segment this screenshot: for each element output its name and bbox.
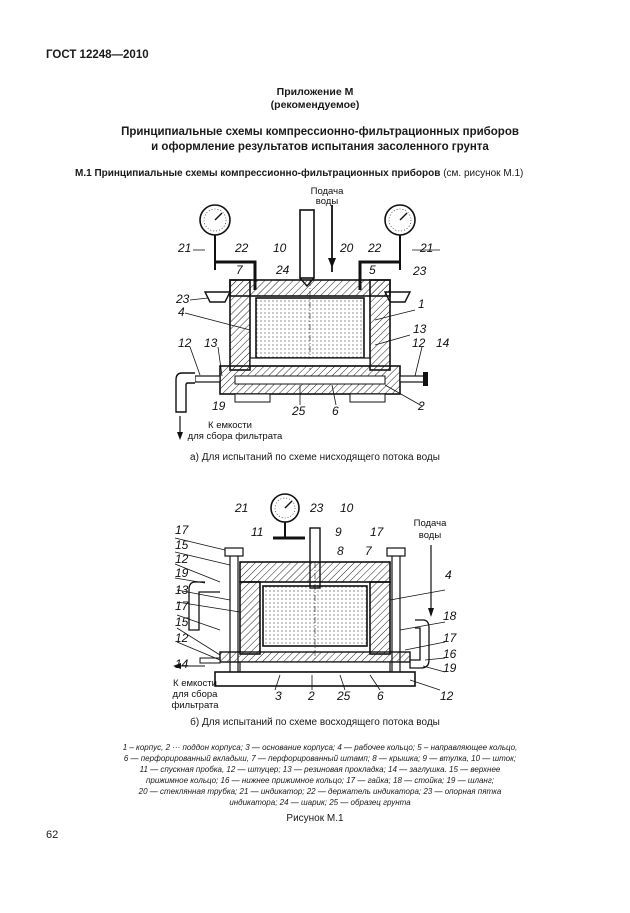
fig-b-label: 10 bbox=[340, 501, 354, 515]
fig-a-label: 5 bbox=[369, 263, 376, 277]
fig-b-label: 12 bbox=[440, 689, 454, 703]
fig-b-label: 4 bbox=[445, 568, 452, 582]
legend-line: индикатора; 24 — шарик; 25 — образец гру… bbox=[229, 798, 411, 807]
fig-a-label: 23 bbox=[175, 292, 190, 306]
fig-a-label: 1 bbox=[418, 297, 425, 311]
legend-line: прижимное кольцо; 16 — нижнее прижимное … bbox=[146, 776, 494, 785]
fig-a-label: 12 bbox=[178, 336, 192, 350]
figure-a-diagram bbox=[175, 204, 440, 440]
fig-a-label: 13 bbox=[204, 336, 218, 350]
fig-a-label: 19 bbox=[212, 399, 226, 413]
fig-a-label: 13 bbox=[413, 322, 427, 336]
fig-b-label: 12 bbox=[175, 631, 189, 645]
fig-a-supply-line2: воды bbox=[316, 196, 339, 207]
fig-a-label: 24 bbox=[275, 263, 290, 277]
fig-a-drain-line1: К емкости bbox=[208, 420, 252, 431]
gauge-left-icon bbox=[199, 204, 231, 270]
fig-b-label: 15 bbox=[175, 615, 189, 629]
fig-a-label: 22 bbox=[367, 241, 382, 255]
figure-a-labels: Подача воды 21 22 10 20 22 21 7 24 5 23 … bbox=[160, 180, 470, 445]
fig-b-label: 17 bbox=[370, 525, 385, 539]
fig-a-label: 21 bbox=[419, 241, 433, 255]
fig-b-label: 12 bbox=[175, 552, 189, 566]
fig-b-label: 8 bbox=[337, 544, 344, 558]
appendix-subtitle: (рекомендуемое) bbox=[270, 99, 360, 111]
page-title-line2: и оформление результатов испытания засол… bbox=[151, 141, 489, 153]
legend-line: 20 — стеклянная трубка; 21 — индикатор; … bbox=[138, 787, 502, 796]
fig-b-label: 19 bbox=[175, 566, 189, 580]
figure-a-caption: а) Для испытаний по схеме нисходящего по… bbox=[190, 452, 440, 463]
fig-a-label: 2 bbox=[417, 399, 425, 413]
fig-b-drain-line1: К емкости bbox=[173, 678, 217, 689]
figure-b-labels: 21 23 10 11 9 17 17 Подача воды 8 7 15 1… bbox=[165, 490, 465, 711]
fig-a-label: 25 bbox=[291, 404, 306, 418]
fig-b-supply-line2: воды bbox=[419, 530, 442, 541]
fig-b-drain-line3: фильтрата bbox=[171, 700, 219, 711]
fig-b-label: 19 bbox=[443, 661, 457, 675]
legend-line: 1 – корпус, 2 ··· поддон корпуса; 3 — ос… bbox=[122, 743, 518, 752]
fig-a-label: 23 bbox=[412, 264, 427, 278]
fig-a-label: 6 bbox=[332, 404, 339, 418]
fig-a-drain-line2: для сбора фильтрата bbox=[188, 431, 283, 442]
section-heading: М.1 Принципиальные схемы компрессионно-ф… bbox=[75, 168, 523, 179]
fig-a-label: 4 bbox=[178, 305, 185, 319]
fig-b-label: 6 bbox=[377, 689, 384, 703]
fig-a-label: 12 bbox=[412, 336, 426, 350]
fig-b-label: 7 bbox=[365, 544, 373, 558]
fig-b-label: 11 bbox=[251, 525, 263, 539]
fig-b-label: 15 bbox=[175, 538, 189, 552]
legend-line: 6 — перфорированный вкладыш, 7 — перфори… bbox=[123, 754, 517, 763]
section-heading-ref: (см. рисунок М.1) bbox=[443, 168, 524, 179]
fig-b-label: 21 bbox=[234, 501, 248, 515]
fig-a-label: 7 bbox=[236, 263, 244, 277]
fig-b-label: 13 bbox=[175, 583, 189, 597]
fig-b-label: 17 bbox=[175, 523, 190, 537]
fig-a-supply-line1: Подача bbox=[311, 186, 344, 197]
fig-a-label: 14 bbox=[436, 336, 450, 350]
fig-a-label: 20 bbox=[339, 241, 354, 255]
fig-b-label: 25 bbox=[336, 689, 351, 703]
fig-b-label: 16 bbox=[443, 647, 457, 661]
page-number: 62 bbox=[46, 829, 59, 841]
fig-b-label: 17 bbox=[443, 631, 458, 645]
fig-a-label: 22 bbox=[234, 241, 249, 255]
section-heading-text: М.1 Принципиальные схемы компрессионно-ф… bbox=[75, 168, 441, 179]
fig-b-label: 9 bbox=[335, 525, 342, 539]
fig-b-label: 3 bbox=[275, 689, 282, 703]
gauge-right-icon bbox=[384, 204, 416, 270]
figure-b-diagram bbox=[173, 493, 446, 691]
fig-a-label: 21 bbox=[177, 241, 191, 255]
gauge-top-icon bbox=[270, 493, 305, 540]
standard-header: ГОСТ 12248—2010 bbox=[46, 49, 149, 61]
fig-b-label: 23 bbox=[309, 501, 324, 515]
fig-b-label: 17 bbox=[175, 599, 190, 613]
fig-b-label: 18 bbox=[443, 609, 457, 623]
fig-b-label: 14 bbox=[175, 657, 189, 671]
fig-b-supply-line1: Подача bbox=[414, 518, 447, 529]
page-title-line1: Принципиальные схемы компрессионно-фильт… bbox=[121, 126, 519, 138]
legend-line: 11 — спускная пробка, 12 — штуцер; 13 — … bbox=[139, 765, 501, 774]
fig-b-label: 2 bbox=[307, 689, 315, 703]
fig-b-drain-line2: для сбора bbox=[173, 689, 219, 700]
figure-caption: Рисунок М.1 bbox=[286, 813, 344, 824]
appendix-title: Приложение М bbox=[276, 86, 354, 98]
fig-a-label: 10 bbox=[273, 241, 287, 255]
figure-legend: 1 – корпус, 2 ··· поддон корпуса; 3 — ос… bbox=[80, 742, 560, 808]
figure-b-caption: б) Для испытаний по схеме восходящего по… bbox=[190, 717, 440, 728]
